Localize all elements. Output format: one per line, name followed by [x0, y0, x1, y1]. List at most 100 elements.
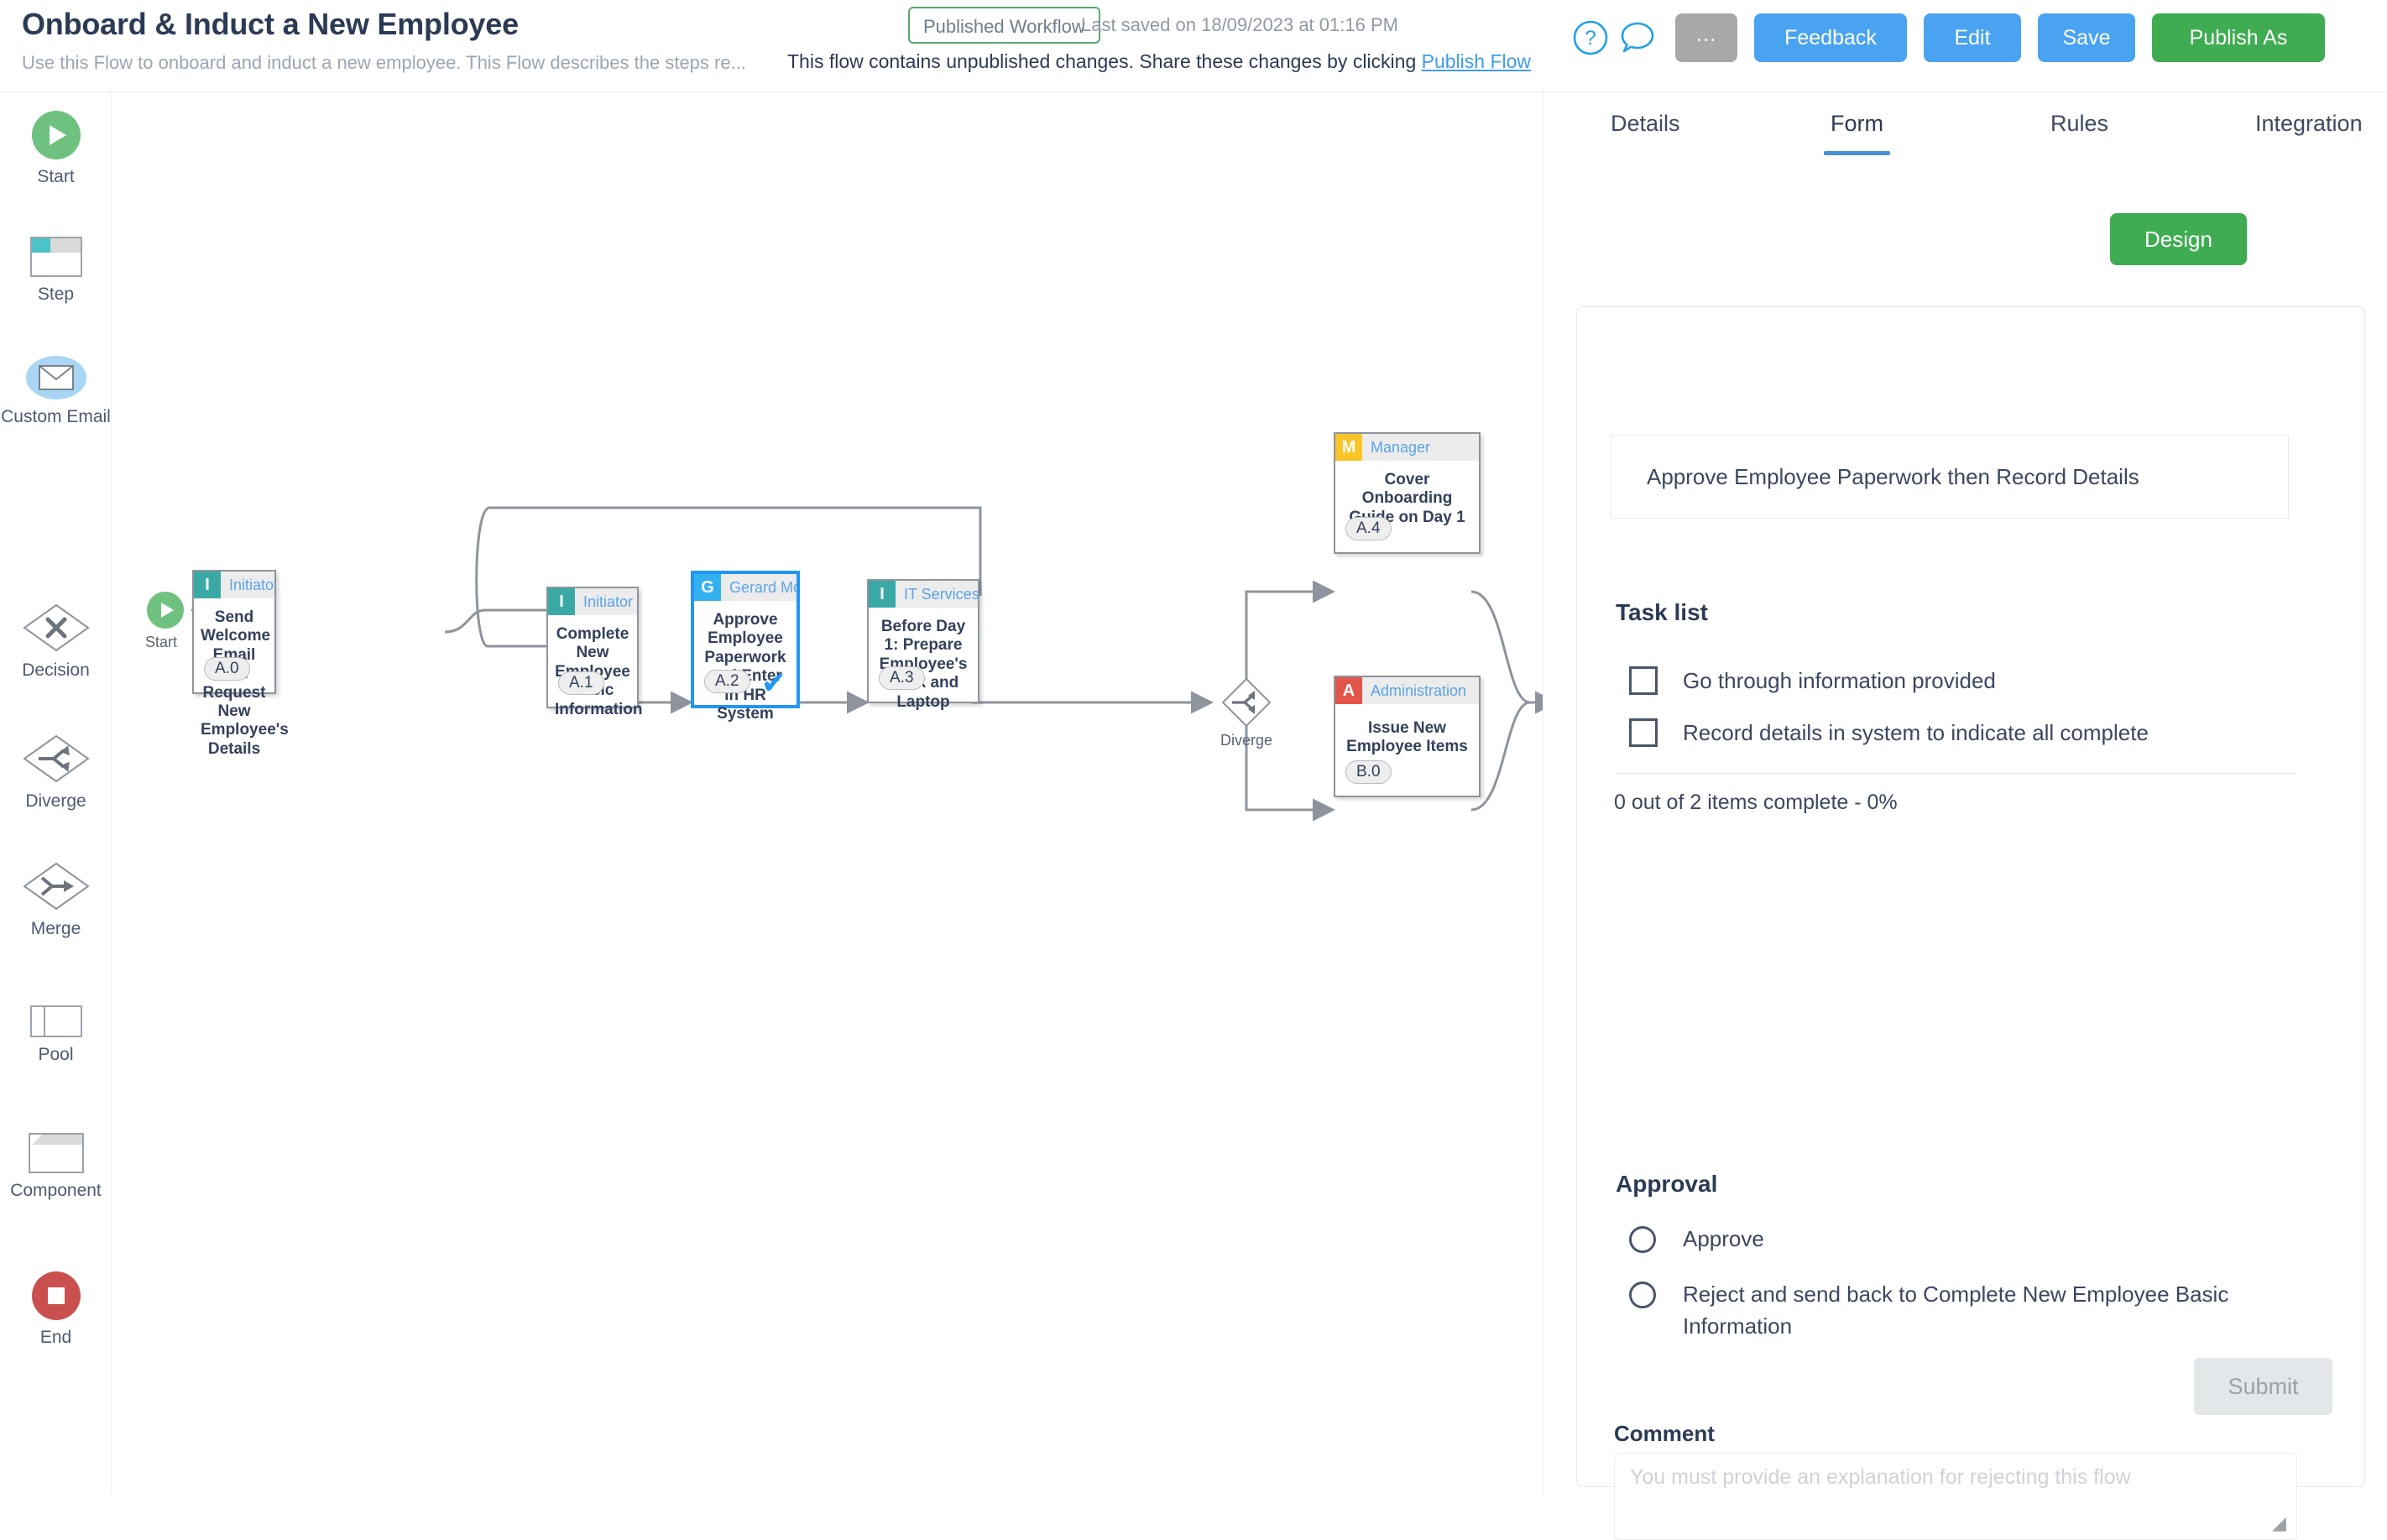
node-title: Issue New Employee Items — [1346, 719, 1468, 756]
approval-option-label: Reject and send back to Complete New Emp… — [1683, 1282, 2229, 1339]
node-tag: B.0 — [1345, 760, 1392, 784]
flow-node-a0[interactable]: I Initiator Send Welcome Email and Reque… — [192, 570, 289, 758]
node-role: IT Services — [904, 585, 978, 603]
active-tab-underline — [1824, 151, 1890, 155]
svg-text:?: ? — [1585, 27, 1596, 50]
node-tag: A.4 — [1345, 517, 1392, 540]
node-tag: A.2 — [704, 670, 750, 693]
radio-icon[interactable] — [1629, 1226, 1656, 1253]
panel-tabs: Details Form Rules Integration — [1543, 92, 2387, 155]
radio-icon[interactable] — [1629, 1282, 1656, 1308]
node-complete-check-icon: ✔ — [760, 666, 786, 700]
palette-label: Start — [37, 167, 75, 186]
palette-label: End — [39, 1328, 72, 1347]
shape-palette: Start Step Custom Email — [0, 92, 112, 1493]
task-progress-text: 0 out of 2 items complete - 0% — [1614, 791, 1898, 814]
tab-integration[interactable]: Integration — [2255, 111, 2363, 136]
flow-node-b0[interactable]: A Administration Issue New Employee Item… — [1334, 676, 1481, 797]
approval-option-label: Approve — [1683, 1226, 1764, 1251]
start-circle-icon — [31, 111, 81, 159]
palette-item-diverge[interactable]: Diverge — [0, 733, 112, 812]
tab-form-label: Form — [1831, 111, 1883, 136]
node-header: A Administration — [1335, 677, 1479, 704]
palette-label: Diverge — [25, 791, 86, 811]
approval-heading: Approval — [1616, 1171, 1718, 1197]
approval-radio-row-reject[interactable]: Reject and send back to Complete New Emp… — [1629, 1279, 2292, 1342]
last-saved-text: Last saved on 18/09/2023 at 01:16 PM — [1081, 14, 1398, 35]
comment-label: Comment — [1614, 1421, 1715, 1446]
help-icon[interactable]: ? — [1571, 18, 1610, 57]
flow-gateway-diverge[interactable]: Diverge — [1220, 676, 1272, 749]
tab-details[interactable]: Details — [1611, 111, 1680, 136]
step-box-icon — [29, 237, 82, 277]
unpublished-changes-banner: This flow contains unpublished changes. … — [787, 50, 1531, 73]
comment-input[interactable] — [1614, 1453, 2297, 1540]
form-preview-card: Approve Employee Paperwork then Record D… — [1576, 306, 2365, 1540]
task-checkbox-row-0[interactable]: Go through information provided — [1629, 666, 1996, 695]
envelope-icon — [25, 356, 86, 399]
more-options-button[interactable]: ... — [1675, 13, 1737, 62]
page-title: Onboard & Induct a New Employee — [22, 7, 519, 41]
feedback-button[interactable]: Feedback — [1754, 13, 1907, 62]
palette-label: Pool — [38, 1045, 74, 1064]
palette-item-step[interactable]: Step — [0, 237, 112, 305]
palette-label: Step — [37, 285, 75, 304]
checkbox-icon[interactable] — [1629, 666, 1658, 695]
node-avatar: I — [548, 588, 575, 615]
flow-node-a3[interactable]: I IT Services Before Day 1: Prepare Empl… — [867, 579, 979, 711]
checkbox-icon[interactable] — [1629, 718, 1658, 747]
task-list-heading: Task list — [1616, 599, 1708, 625]
palette-item-merge[interactable]: Merge — [0, 861, 112, 939]
approval-radio-row-approve[interactable]: Approve — [1629, 1224, 2292, 1255]
palette-item-component[interactable]: Component — [0, 1133, 112, 1201]
tab-form[interactable]: Form — [1824, 111, 1890, 155]
palette-item-end[interactable]: End — [0, 1271, 112, 1348]
palette-label: Component — [10, 1181, 102, 1200]
palette-item-custom-email[interactable]: Custom Email — [0, 356, 112, 427]
palette-label: Decision — [22, 660, 90, 680]
node-avatar: I — [194, 572, 221, 598]
node-header: I IT Services — [869, 581, 978, 608]
design-button[interactable]: Design — [2110, 213, 2247, 265]
tab-rules[interactable]: Rules — [2050, 111, 2109, 136]
decision-diamond-icon — [22, 603, 91, 653]
node-avatar: M — [1335, 434, 1362, 461]
node-tag: A.0 — [204, 657, 250, 681]
submit-button[interactable]: Submit — [2194, 1358, 2332, 1415]
component-icon — [28, 1133, 84, 1173]
flow-node-a2[interactable]: G Gerard Mould Approve Employee Paperwor… — [691, 571, 800, 723]
merge-diamond-icon — [22, 861, 91, 911]
flow-node-a1[interactable]: I Initiator Complete New Employee Basic … — [546, 587, 643, 718]
edit-button[interactable]: Edit — [1924, 13, 2021, 62]
node-role: Administration — [1371, 681, 1467, 699]
node-header: G Gerard Mould — [694, 574, 797, 601]
node-role: Manager — [1371, 438, 1431, 456]
task-label: Go through information provided — [1683, 667, 1996, 693]
task-checkbox-row-1[interactable]: Record details in system to indicate all… — [1629, 718, 2149, 747]
end-circle-icon — [31, 1271, 81, 1320]
flow-connectors — [191, 506, 1543, 822]
node-avatar: I — [869, 581, 896, 608]
flow-node-a4[interactable]: M Manager Cover Onboarding Guide on Day … — [1334, 432, 1481, 554]
chat-icon[interactable] — [1618, 18, 1657, 57]
task-label: Record details in system to indicate all… — [1683, 719, 2149, 745]
node-title: Approve Employee Paperwork and Enter in … — [704, 611, 786, 723]
flow-canvas[interactable]: Start I Initiator Send Welcome Email and… — [112, 92, 1543, 1493]
palette-item-pool[interactable]: Pool — [0, 1005, 112, 1065]
canvas-start-label: Start — [145, 634, 178, 650]
palette-item-start[interactable]: Start — [0, 111, 112, 187]
node-title: Before Day 1: Prepare Employee's Desk an… — [879, 618, 968, 711]
palette-item-decision[interactable]: Decision — [0, 603, 112, 681]
node-header: I Initiator — [194, 572, 274, 598]
page-subtitle: Use this Flow to onboard and induct a ne… — [22, 52, 746, 73]
diverge-diamond-icon — [22, 733, 91, 784]
canvas-start-node[interactable] — [147, 592, 184, 629]
gateway-label: Diverge — [1220, 732, 1273, 749]
save-button[interactable]: Save — [2038, 13, 2135, 62]
publish-as-button[interactable]: Publish As — [2152, 13, 2325, 62]
node-header: M Manager — [1335, 434, 1479, 461]
publish-flow-link[interactable]: Publish Flow — [1421, 50, 1532, 72]
node-avatar: G — [694, 574, 721, 601]
task-list-divider — [1616, 773, 2296, 774]
pool-icon — [29, 1005, 82, 1037]
